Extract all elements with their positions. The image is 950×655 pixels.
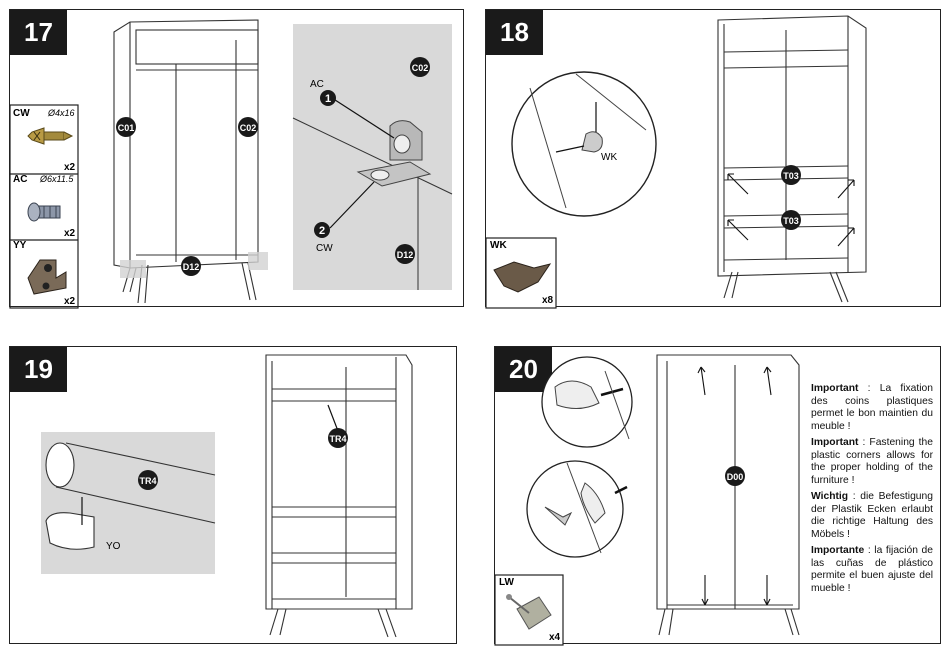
svg-text:T03: T03: [783, 171, 799, 181]
step-number-19: 19: [10, 347, 67, 392]
part-code-ac: AC: [13, 174, 27, 185]
part-code-cw: CW: [13, 108, 30, 119]
svg-text:D12: D12: [183, 262, 200, 272]
part-qty-ac: x2: [64, 228, 76, 239]
parts-box-20: [494, 574, 564, 646]
note-es: Importante : la fijación de las cuñas de…: [811, 545, 933, 594]
badge-tr4: TR4: [328, 428, 348, 448]
cabinet-18: [717, 15, 867, 303]
step-number-18: 18: [486, 10, 543, 55]
step-number-20: 20: [495, 347, 552, 392]
step-17-drawing: C01 C02 D12 C02 D12 1 2 AC CW CW Ø4x16 x…: [9, 19, 453, 309]
svg-text:D00: D00: [727, 472, 744, 482]
step-18-panel: 18 WK WK x8: [485, 9, 941, 309]
parts-table-17: [9, 104, 79, 309]
corner-lw-icon: [506, 594, 552, 630]
note-fr: Important : La fixation des coins plasti…: [811, 383, 933, 432]
step-number-17: 17: [10, 10, 67, 55]
svg-text:C02: C02: [412, 63, 429, 73]
part-qty-cw: x2: [64, 162, 76, 173]
badge-d00: D00: [725, 466, 745, 486]
step-18-drawing: WK WK x8: [485, 15, 867, 309]
svg-text:TR4: TR4: [139, 476, 156, 486]
screw-cw-icon: [27, 127, 74, 145]
bracket-yy-icon: [27, 259, 67, 295]
badge-t03-top: T03: [781, 165, 801, 185]
step-17-panel: 17: [9, 9, 464, 309]
badge-detail-d12: D12: [395, 244, 415, 264]
callout-1: 1: [320, 90, 336, 106]
cabinet-19: [265, 354, 413, 638]
badge-tr4-detail: TR4: [138, 470, 158, 490]
badge-c02: C02: [238, 117, 258, 137]
part-qty-wk: x8: [542, 295, 554, 306]
step-20-drawing: LW x4 D00: [494, 354, 800, 646]
callout-2: 2: [314, 222, 330, 238]
label-wk: WK: [601, 152, 617, 163]
step-20-panel: 20 LW x4: [494, 346, 941, 646]
step-19-panel: 19 YO TR4: [9, 346, 457, 644]
badge-t03-bottom: T03: [781, 210, 801, 230]
step-19-drawing: YO TR4 TR4: [41, 354, 413, 638]
part-size-ac: Ø6x11.5: [39, 174, 74, 184]
svg-text:TR4: TR4: [329, 434, 346, 444]
wedge-wk-icon: [493, 261, 552, 293]
part-qty-yy: x2: [64, 296, 76, 307]
part-code-wk: WK: [490, 240, 507, 251]
assembly-notes: Important : La fixation des coins plasti…: [811, 383, 933, 599]
detail-circle-20b: [526, 460, 624, 558]
part-qty-lw: x4: [549, 632, 561, 643]
svg-text:1: 1: [325, 93, 331, 105]
svg-text:D12: D12: [397, 250, 414, 260]
part-code-yy: YY: [13, 240, 27, 251]
label-cw: CW: [316, 243, 333, 254]
cabinet-20: [656, 354, 800, 636]
label-yo: YO: [106, 541, 121, 552]
badge-detail-c02: C02: [410, 57, 430, 77]
svg-text:C02: C02: [240, 123, 257, 133]
badge-d12: D12: [181, 256, 201, 276]
note-en: Important : Fastening the plastic corner…: [811, 437, 933, 486]
label-ac: AC: [310, 79, 324, 90]
part-size-cw: Ø4x16: [47, 108, 75, 118]
screw-ac-icon: [27, 202, 61, 222]
svg-text:2: 2: [319, 225, 325, 237]
part-code-lw: LW: [499, 577, 515, 588]
badge-c01: C01: [116, 117, 136, 137]
note-de: Wichtig : die Befestigung der Plastik Ec…: [811, 491, 933, 540]
svg-text:T03: T03: [783, 216, 799, 226]
svg-text:C01: C01: [118, 123, 135, 133]
